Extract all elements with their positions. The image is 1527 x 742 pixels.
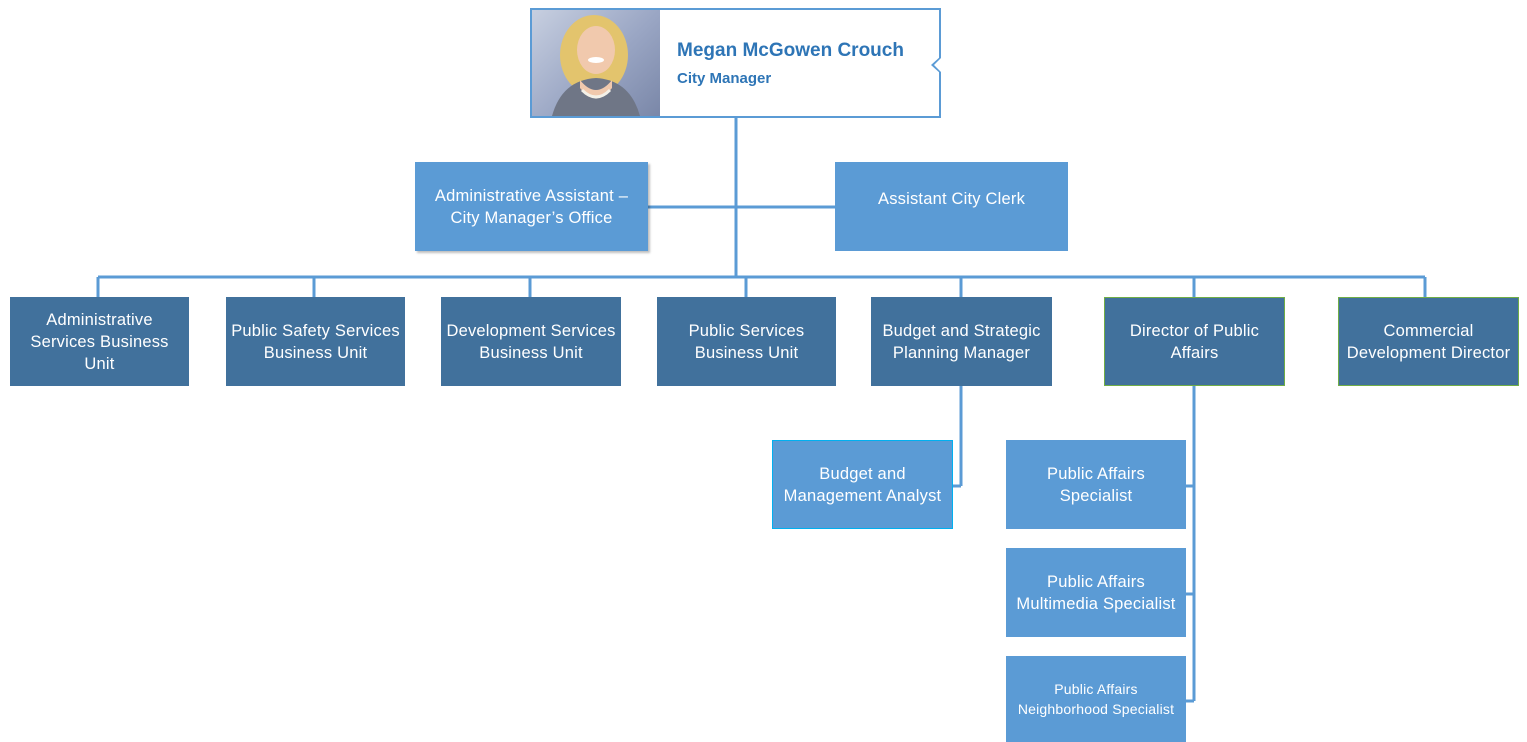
budget-management-analyst-box[interactable]: Budget and Management Analyst: [772, 440, 953, 529]
public-safety-services-box[interactable]: Public Safety Services Business Unit: [226, 297, 405, 386]
budget-planning-manager-box[interactable]: Budget and Strategic Planning Manager: [871, 297, 1052, 386]
commercial-development-director-box[interactable]: Commercial Development Director: [1338, 297, 1519, 386]
public-affairs-specialist-box[interactable]: Public Affairs Specialist: [1006, 440, 1186, 529]
public-affairs-neighborhood-specialist-box[interactable]: Public Affairs Neighborhood Specialist: [1006, 656, 1186, 742]
public-affairs-multimedia-specialist-box[interactable]: Public Affairs Multimedia Specialist: [1006, 548, 1186, 637]
assistant-city-clerk-box[interactable]: Assistant City Clerk: [835, 162, 1068, 251]
public-services-box[interactable]: Public Services Business Unit: [657, 297, 836, 386]
development-services-box[interactable]: Development Services Business Unit: [441, 297, 621, 386]
admin-assistant-box[interactable]: Administrative Assistant – City Manager’…: [415, 162, 648, 251]
director-public-affairs-box[interactable]: Director of Public Affairs: [1104, 297, 1285, 386]
manager-name: Megan McGowen Crouch: [677, 40, 904, 61]
administrative-services-box[interactable]: Administrative Services Business Unit: [10, 297, 189, 386]
card-collapse-notch[interactable]: [931, 56, 941, 74]
portrait-photo: [532, 10, 660, 116]
manager-title: City Manager: [677, 70, 772, 87]
city-manager-card[interactable]: Megan McGowen Crouch City Manager: [530, 8, 941, 118]
